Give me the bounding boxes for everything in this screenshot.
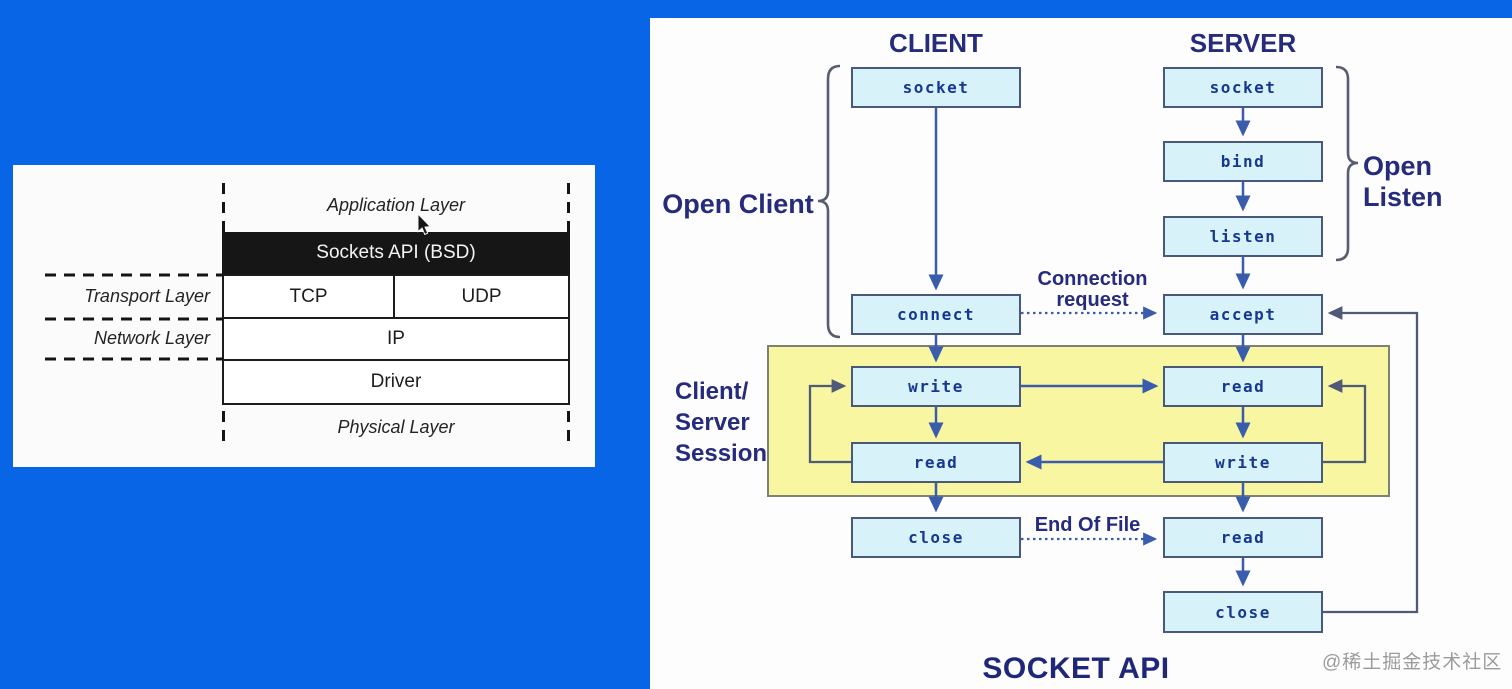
client-close-box: close	[851, 517, 1021, 558]
mouse-cursor-icon	[417, 212, 432, 236]
server-listen-box: listen	[1163, 216, 1323, 257]
server-socket-box: socket	[1163, 67, 1323, 108]
sockets-api-bar: Sockets API (BSD)	[222, 232, 570, 274]
connection-request-line2: request	[1056, 289, 1129, 311]
client-header: CLIENT	[889, 28, 983, 58]
client-read-box: read	[851, 442, 1021, 483]
flow-arrows	[928, 107, 1251, 587]
end-of-file-label: End Of File	[1034, 514, 1141, 536]
connection-request-label: Connection request	[1010, 269, 1175, 311]
server-write-session-box: write	[1163, 442, 1323, 483]
driver-row: Driver	[222, 359, 570, 405]
server-read-session-box: read	[1163, 366, 1323, 407]
server-header: SERVER	[1189, 28, 1297, 58]
network-layer-label: Network Layer	[93, 328, 210, 348]
udp-cell: UDP	[461, 285, 502, 307]
open-listen-label: Open Listen	[1363, 151, 1443, 212]
server-accept-box: accept	[1163, 294, 1323, 335]
server-write-read-loop	[1323, 379, 1367, 464]
server-read-eof-box: read	[1163, 517, 1323, 558]
server-bind-box: bind	[1163, 141, 1323, 182]
sockets-api-label: Sockets API (BSD)	[316, 242, 476, 263]
connection-request-line1: Connection	[1037, 268, 1148, 290]
protocol-stack-panel: Application Layer Sockets API (BSD) TCP …	[13, 165, 595, 467]
application-layer-label: Application Layer	[326, 195, 466, 215]
server-close-box: close	[1163, 591, 1323, 633]
client-write-box: write	[851, 366, 1021, 407]
watermark-text: @稀土掘金技术社区	[1322, 652, 1503, 673]
flow-connectors-layer	[808, 64, 1419, 614]
socket-api-flow-panel: CLIENT SERVER socket connect write read …	[650, 18, 1512, 689]
client-read-write-loop	[808, 379, 851, 464]
server-close-to-accept-loop	[1323, 306, 1419, 614]
session-label-line3: Session	[675, 440, 768, 467]
cursor-layer	[417, 212, 432, 236]
open-listen-brace	[1335, 65, 1359, 262]
transport-layer-label: Transport Layer	[84, 286, 210, 306]
braces	[817, 64, 1359, 339]
open-client-brace	[817, 64, 841, 339]
session-label-line1: Client/	[675, 378, 749, 405]
client-server-session-label: Client/ Server Session	[675, 376, 767, 469]
dashed-message-arrows	[1021, 306, 1158, 546]
socket-api-title: SOCKET API	[982, 652, 1170, 685]
client-connect-box: connect	[851, 294, 1021, 335]
open-client-label: Open Client	[662, 189, 814, 219]
physical-layer-label: Physical Layer	[337, 417, 455, 437]
loopback-lines	[808, 306, 1419, 614]
client-socket-box: socket	[851, 67, 1021, 108]
session-label-line2: Server	[675, 409, 750, 436]
tcp-cell: TCP	[224, 276, 395, 317]
